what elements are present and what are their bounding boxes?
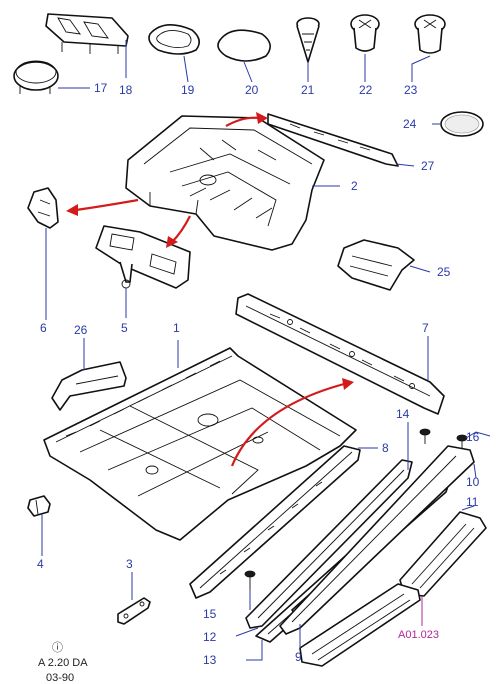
footer-info-icon: ⓘ bbox=[52, 641, 63, 654]
footer-block: ⓘ A 2.20 DA 03-90 bbox=[38, 641, 88, 684]
arrow-rear-to-5 bbox=[166, 215, 191, 248]
part-26-bracket bbox=[51, 361, 127, 411]
callout-22: 22 bbox=[359, 83, 373, 97]
callout-9: 9 bbox=[295, 650, 302, 664]
part-11-scuff-plate-long bbox=[399, 511, 487, 597]
part-23-push-plug bbox=[414, 14, 446, 54]
callout-15: 15 bbox=[203, 607, 217, 621]
part-22-push-plug bbox=[350, 14, 380, 52]
part-15-screw bbox=[244, 570, 256, 590]
callout-26: 26 bbox=[74, 323, 88, 337]
part-19-oval-grommet bbox=[148, 24, 200, 55]
part-27-rear-crossmember bbox=[267, 113, 399, 167]
callout-20: 20 bbox=[245, 83, 259, 97]
callout-4: 4 bbox=[37, 557, 44, 571]
arrow-rear-to-6 bbox=[66, 198, 139, 216]
part-25-heat-shield bbox=[337, 239, 415, 291]
callout-2: 2 bbox=[351, 179, 358, 193]
arrow-front-to-7 bbox=[230, 378, 354, 467]
part-2-rear-floor-pan bbox=[125, 115, 325, 251]
part-17-round-cap bbox=[13, 60, 59, 94]
callout-13: 13 bbox=[203, 653, 217, 667]
callout-17: 17 bbox=[94, 81, 108, 95]
part-6-bracket bbox=[27, 187, 59, 229]
callout-1: 1 bbox=[173, 321, 180, 335]
callout-11: 11 bbox=[466, 495, 479, 509]
arrow-rear-to-27 bbox=[225, 112, 268, 127]
callout-7: 7 bbox=[422, 321, 429, 335]
part-7-crossmember bbox=[235, 293, 445, 415]
part-21-cone-clip bbox=[296, 17, 320, 63]
callout-19: 19 bbox=[181, 83, 195, 97]
callout-8: 8 bbox=[382, 441, 389, 455]
part-16-screw-a bbox=[419, 428, 431, 444]
callout-23: 23 bbox=[404, 83, 418, 97]
part-8-sill-inner bbox=[189, 445, 361, 599]
reference-code: A01.023 bbox=[398, 629, 439, 641]
callout-27: 27 bbox=[421, 159, 435, 173]
part-11-scuff-plate-short bbox=[299, 583, 421, 667]
part-20-oval-plug bbox=[217, 29, 271, 62]
footer-code: A 2.20 DA bbox=[38, 657, 88, 669]
part-4-clip bbox=[27, 495, 51, 517]
part-12-sill-outer bbox=[245, 459, 413, 629]
callout-25: 25 bbox=[437, 265, 451, 279]
leader-lines bbox=[41, 40, 491, 661]
callout-16: 16 bbox=[466, 430, 480, 444]
part-1-front-floor-pan bbox=[43, 347, 357, 541]
callout-5: 5 bbox=[121, 321, 128, 335]
callout-18: 18 bbox=[119, 83, 133, 97]
callout-24: 24 bbox=[403, 117, 417, 131]
callout-6: 6 bbox=[40, 321, 47, 335]
footer-date: 03-90 bbox=[46, 672, 74, 684]
part-5-seat-bracket bbox=[95, 225, 191, 289]
callout-12: 12 bbox=[203, 630, 217, 644]
part-24-dished-plug bbox=[440, 111, 484, 137]
part-16-screw-b bbox=[456, 434, 468, 450]
callout-labels: 18 17 19 20 21 22 23 24 27 2 6 5 25 26 1… bbox=[37, 81, 480, 667]
callout-3: 3 bbox=[126, 557, 133, 571]
callout-10: 10 bbox=[466, 475, 480, 489]
callout-14: 14 bbox=[396, 407, 410, 421]
callout-21: 21 bbox=[301, 83, 315, 97]
part-18-plug-strip bbox=[45, 13, 129, 54]
part-3-small-bracket bbox=[117, 597, 151, 625]
